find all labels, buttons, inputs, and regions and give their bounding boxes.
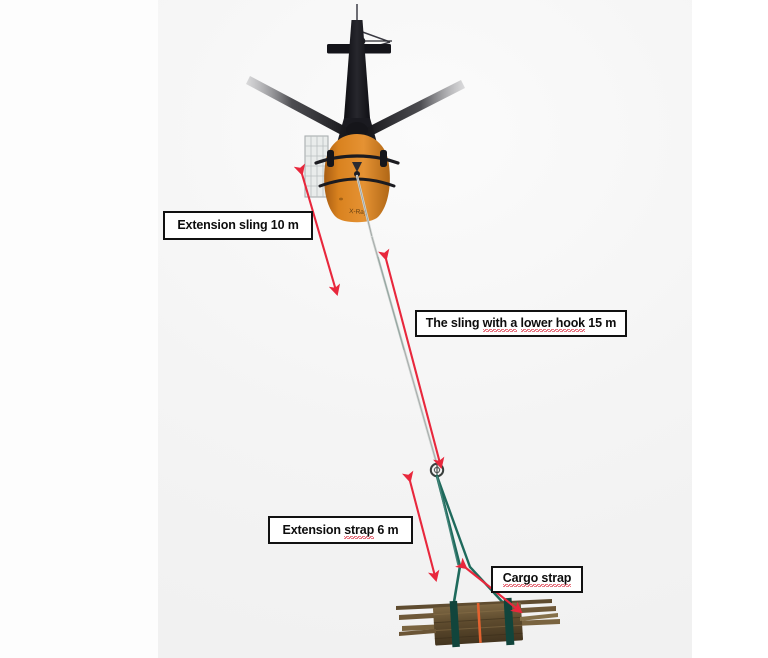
rotor-hub (346, 122, 368, 138)
arrow-extension-sling (293, 163, 341, 297)
arrow-extension-strap (401, 470, 440, 583)
spellcheck-run: with a (482, 316, 518, 333)
callout-extension-strap-label: Extension strap 6 m (282, 522, 399, 539)
cargo-basket (304, 135, 329, 198)
text-run: 6 m (374, 522, 399, 537)
helicopter: X-Ray (246, 4, 465, 223)
log-bundle (396, 597, 560, 648)
measurement-arrows (293, 163, 523, 614)
tail-boom (344, 20, 370, 118)
callout-extension-sling[interactable]: Extension sling 10 m (163, 211, 313, 240)
text-run (517, 316, 520, 330)
spellcheck-run: strap (344, 522, 375, 539)
document-page-margin (0, 0, 158, 658)
main-rotor-blade-right (366, 80, 465, 138)
extension-strap-center-line (436, 475, 459, 566)
main-rotor-blade-left (246, 76, 348, 138)
text-run: 15 m (584, 316, 617, 331)
belly-cargo-hook (352, 162, 362, 177)
arrow-sling-lower-hook (377, 248, 445, 470)
callout-extension-strap[interactable]: Extension strap 6 m (268, 516, 413, 544)
callout-cargo-strap[interactable]: Cargo strap (491, 566, 583, 593)
callout-sling-with-lower-hook[interactable]: The sling with a lower hook 15 m (415, 310, 627, 337)
text-run: The sling (425, 316, 483, 331)
sling-system (355, 174, 510, 616)
callout-cargo-strap-label: Cargo strap (502, 571, 572, 587)
text-run: Extension (282, 522, 345, 537)
callout-extension-sling-label: Extension sling 10 m (177, 218, 299, 233)
extension-strap-left-leg (435, 474, 462, 616)
spellcheck-run: lower hook (520, 316, 585, 333)
svg-text:X-Ray: X-Ray (349, 208, 368, 216)
callout-sling-with-lower-hook-label: The sling with a lower hook 15 m (425, 316, 617, 333)
